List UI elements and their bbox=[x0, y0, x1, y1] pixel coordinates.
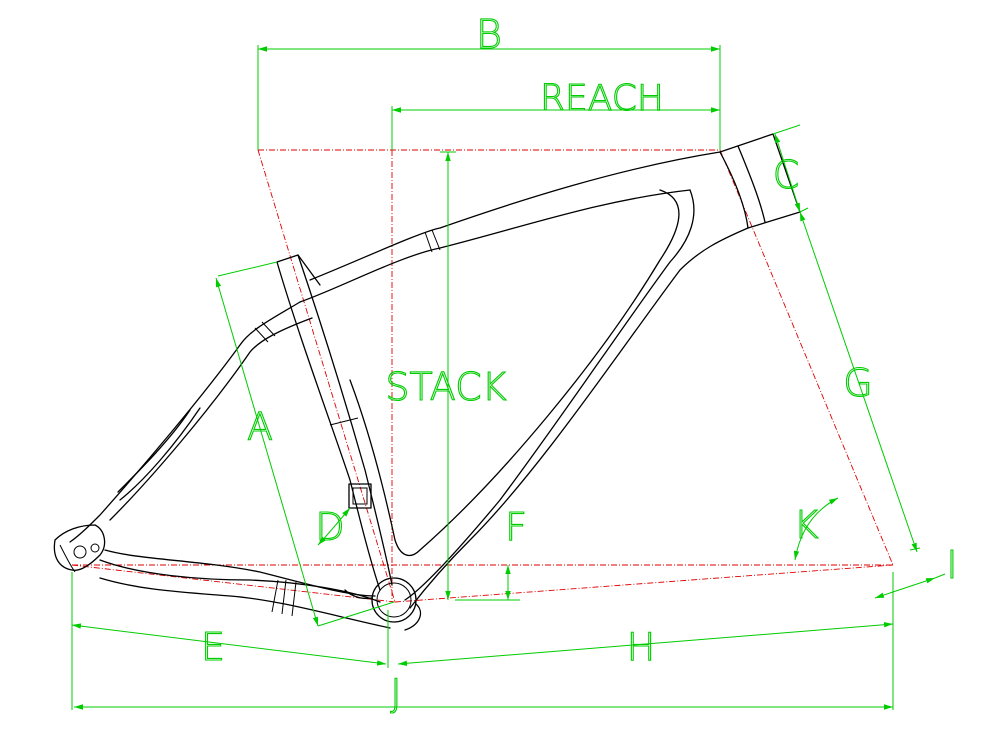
label-g: G bbox=[843, 361, 872, 405]
label-reach: REACH bbox=[540, 78, 664, 119]
label-h: H bbox=[627, 625, 656, 669]
label-b: B bbox=[476, 12, 502, 58]
label-j: J bbox=[390, 671, 401, 715]
dimension-labels: B REACH C G STACK A D F K I E H J bbox=[200, 11, 958, 715]
label-a: A bbox=[247, 405, 273, 449]
label-f: F bbox=[505, 505, 527, 549]
label-e: E bbox=[201, 625, 225, 669]
label-d: D bbox=[315, 505, 344, 549]
label-i: I bbox=[946, 543, 957, 587]
label-c: C bbox=[773, 153, 800, 197]
label-k: K bbox=[794, 503, 819, 547]
dimension-lines bbox=[71, 45, 946, 710]
label-stack: STACK bbox=[385, 365, 506, 409]
